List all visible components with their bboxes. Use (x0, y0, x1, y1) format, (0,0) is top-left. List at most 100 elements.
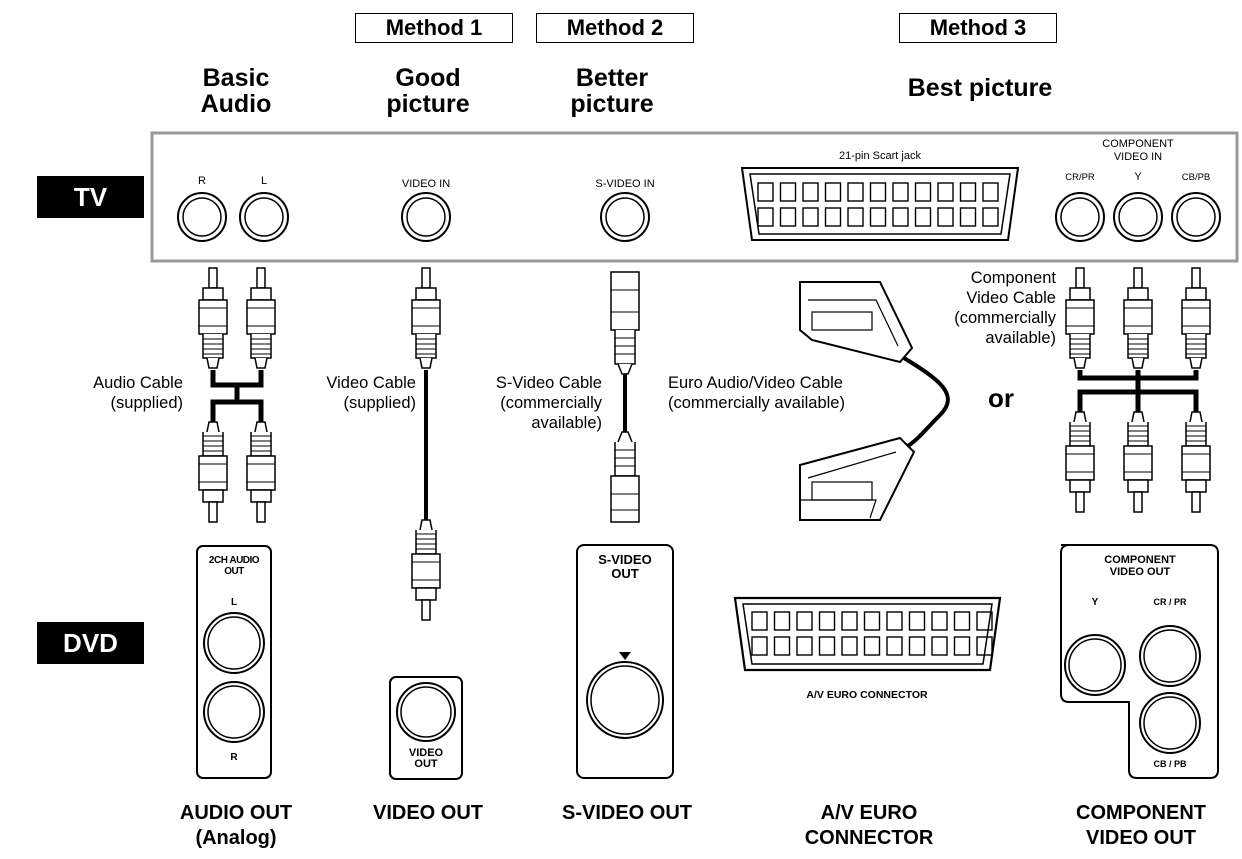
dvd-svideo-out-jack (586, 661, 664, 739)
component-cable-label: Component Video Cable (commercially avai… (954, 269, 1056, 347)
scart-pin (824, 182, 842, 202)
scart-pin (937, 182, 954, 202)
dvd-audio-r-label: R (230, 752, 238, 763)
bottom-audio-out: AUDIO OUT (Analog) (179, 802, 293, 849)
dvd-audio-r-jack (203, 681, 265, 743)
scart-pin (908, 636, 926, 656)
scart-pin (914, 182, 932, 202)
scart-pin (863, 611, 881, 631)
component-cable (1065, 267, 1211, 513)
tv-video-in-label: VIDEO IN (401, 178, 451, 190)
dvd-video-out-panel (389, 676, 463, 780)
dvd-component-out-title: COMPONENT VIDEO OUT (1104, 554, 1176, 578)
scart-pin (908, 611, 926, 631)
scart-pin (892, 207, 909, 227)
dvd-component-y-jack (1064, 634, 1126, 696)
dvd-video-out-jack (396, 682, 456, 742)
dvd-audio-l-label: L (230, 597, 238, 608)
heading-basic-audio: Basic Audio (200, 64, 272, 118)
tv-video-in-jack (401, 192, 451, 242)
method-3-label: Method 3 (899, 13, 1057, 43)
or-label: or (988, 383, 1014, 413)
audio-cable (198, 267, 276, 523)
tv-audio-l-jack (239, 192, 289, 242)
dvd-component-out-panel (1060, 544, 1219, 779)
scart-pin (802, 207, 819, 227)
tv-back-panel (150, 131, 1239, 263)
dvd-audio-l-jack (203, 612, 265, 674)
dvd-svideo-out-title: S-VIDEO OUT (598, 552, 652, 581)
scart-pin (953, 636, 971, 656)
scart-pin (976, 611, 993, 631)
scart-pin (796, 636, 813, 656)
scart-pin (931, 611, 948, 631)
scart-pin (982, 207, 999, 227)
tv-scart-pins (757, 182, 999, 227)
tv-component-label: COMPONENT VIDEO IN (1102, 138, 1174, 163)
tv-component-y-label: Y (1134, 171, 1142, 183)
dvd-component-cr-jack (1139, 625, 1201, 687)
dvd-audio-out-panel (196, 545, 272, 779)
tv-component-cr-jack (1055, 192, 1105, 242)
dvd-label: DVD (37, 622, 144, 664)
scart-pin (892, 182, 909, 202)
svideo-cable-label: S-Video Cable (commercially available) (495, 374, 602, 432)
scart-pin (982, 182, 999, 202)
bottom-euro-connector: A/V EURO CONNECTOR (804, 802, 934, 849)
dvd-euro-connector-label: A/V EURO CONNECTOR (806, 689, 928, 701)
tv-audio-r-jack (177, 192, 227, 242)
scart-pin (937, 207, 954, 227)
scart-pin (757, 182, 774, 202)
tv-component-cb-label: CB/PB (1181, 172, 1211, 183)
scart-pin (757, 207, 774, 227)
scart-pin (841, 636, 858, 656)
tv-audio-l-label: L (260, 175, 268, 187)
scart-pin (863, 636, 881, 656)
dvd-component-y-label: Y (1091, 597, 1099, 608)
scart-pin (773, 611, 791, 631)
scart-pin (976, 636, 993, 656)
dvd-audio-out-title: 2CH AUDIO OUT (208, 555, 260, 577)
scart-pin (818, 611, 836, 631)
audio-cable-label: Audio Cable (supplied) (93, 374, 183, 412)
scart-pin (824, 207, 842, 227)
scart-pin (796, 611, 813, 631)
method-1-label: Method 1 (355, 13, 513, 43)
bottom-svideo-out: S-VIDEO OUT (561, 802, 693, 824)
heading-good-picture: Good picture (386, 64, 470, 118)
tv-svideo-in-label: S-VIDEO IN (595, 178, 655, 190)
euro-av-cable (799, 281, 950, 521)
scart-pin (751, 636, 768, 656)
dvd-component-cb-jack (1139, 692, 1201, 754)
scart-pin (847, 207, 864, 227)
tv-svideo-in-jack (600, 192, 650, 242)
tv-component-cr-label: CR/PR (1065, 172, 1095, 183)
scart-pin (869, 207, 887, 227)
heading-better-picture: Better picture (570, 64, 654, 118)
scart-pin (959, 207, 977, 227)
tv-component-cb-jack (1171, 192, 1221, 242)
video-cable-label: Video Cable (supplied) (326, 374, 416, 412)
scart-pin (869, 182, 887, 202)
tv-audio-r-label: R (198, 175, 206, 187)
heading-best-picture: Best picture (907, 74, 1053, 102)
scart-pin (802, 182, 819, 202)
scart-pin (959, 182, 977, 202)
dvd-scart-pins (751, 611, 993, 656)
dvd-component-cr-label: CR / PR (1153, 597, 1187, 607)
scart-pin (847, 182, 864, 202)
scart-pin (931, 636, 948, 656)
dvd-video-out-title: VIDEO OUT (408, 747, 444, 770)
tv-component-y-jack (1113, 192, 1163, 242)
tv-scart-jack (740, 167, 1020, 241)
euro-cable-label: Euro Audio/Video Cable (commercially ava… (668, 374, 845, 412)
scart-pin (886, 611, 903, 631)
bottom-component-video-out: COMPONENT VIDEO OUT (1076, 802, 1206, 849)
dvd-component-cb-label: CB / PB (1153, 759, 1187, 769)
dvd-euro-connector (733, 596, 1002, 672)
dvd-svideo-out-panel (576, 544, 674, 779)
video-cable (411, 267, 441, 621)
scart-pin (914, 207, 932, 227)
scart-pin (779, 182, 797, 202)
tv-label: TV (37, 176, 144, 218)
